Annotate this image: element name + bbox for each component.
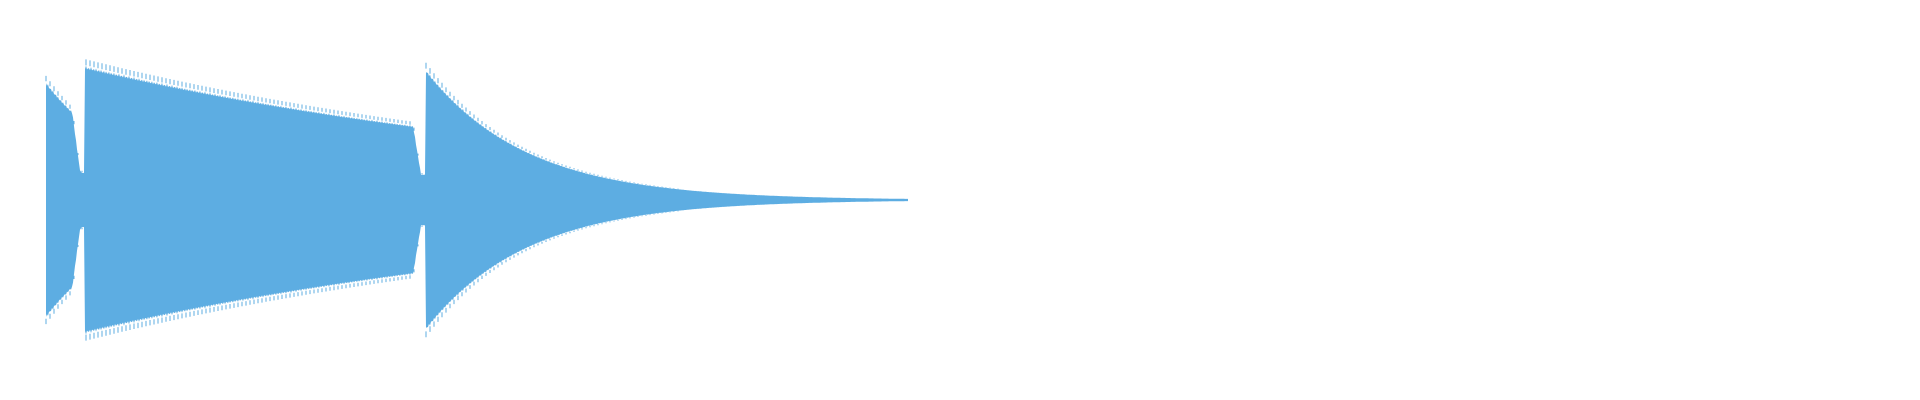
- waveform-envelope: [46, 65, 908, 335]
- waveform-ticks: [45, 59, 679, 341]
